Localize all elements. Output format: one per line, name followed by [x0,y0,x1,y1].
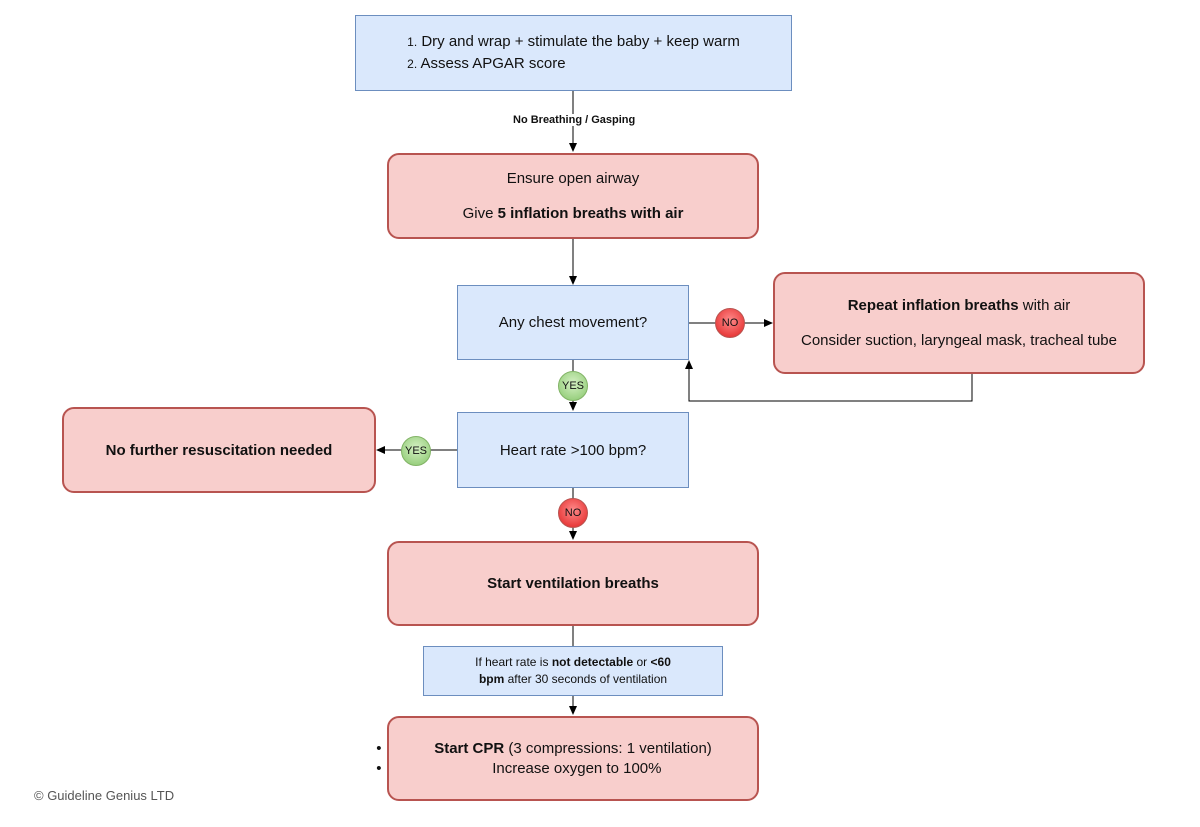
step-2: 2. Assess APGAR score [407,55,566,72]
ventilation-note-text: If heart rate is not detectable or <60 b… [475,655,671,686]
cpr-list: Start CPR (3 compressions: 1 ventilation… [376,739,712,779]
edge-label-no-breathing: No Breathing / Gasping [512,114,637,126]
cpr-bullet-1: Start CPR (3 compressions: 1 ventilation… [376,739,712,759]
repeat-inflation-box: Repeat inflation breaths with air Consid… [773,272,1145,374]
no-badge-chest: NO [715,308,745,338]
airway-box: Ensure open airway Give 5 inflation brea… [387,153,759,239]
step-1: 1. Dry and wrap + stimulate the baby + k… [407,33,740,50]
airway-line-1: Ensure open airway [506,170,640,187]
cpr-bullet-2: Increase oxygen to 100% [376,759,712,779]
chest-movement-question: Any chest movement? [457,285,689,360]
start-ventilation-box: Start ventilation breaths [387,541,759,626]
edge-repeat-loop-back [685,360,973,402]
no-badge-heart: NO [558,498,588,528]
copyright-footer: © Guideline Genius LTD [34,788,175,803]
heart-rate-question: Heart rate >100 bpm? [457,412,689,488]
no-further-resuscitation-box: No further resuscitation needed [62,407,376,493]
repeat-line-1: Repeat inflation breaths with air [847,297,1071,314]
cpr-box: Start CPR (3 compressions: 1 ventilation… [376,716,759,801]
ventilation-note-box: If heart rate is not detectable or <60 b… [423,646,723,696]
start-steps-box: 1. Dry and wrap + stimulate the baby + k… [355,15,792,91]
yes-badge-heart: YES [401,436,431,466]
airway-line-2: Give 5 inflation breaths with air [462,205,684,222]
repeat-line-2: Consider suction, laryngeal mask, trache… [801,332,1117,349]
yes-badge-chest: YES [558,371,588,401]
